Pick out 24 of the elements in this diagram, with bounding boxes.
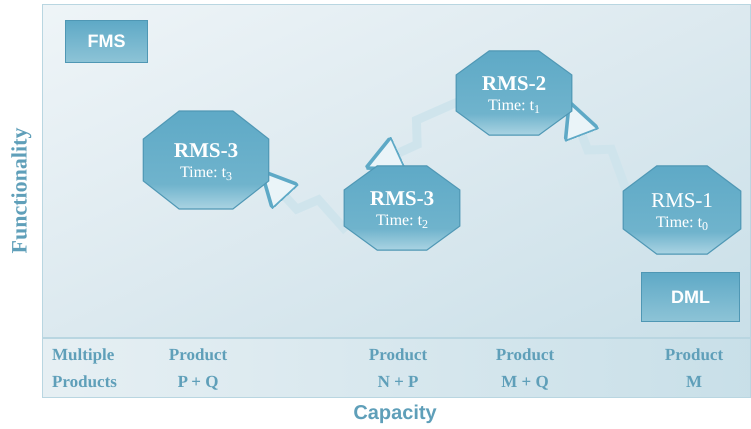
axis-category: Product M [664,344,724,393]
box-label: FMS [88,30,126,53]
axis-category: Multiple Products [52,344,118,393]
octagon-node [142,110,270,210]
label-box [641,272,740,322]
octagon-node [622,165,742,255]
octagon-node [455,50,573,136]
time-label: Time: t$_{1}$ [488,96,540,116]
time-label: Time: t$_{3}$ [180,163,232,184]
label-box [65,20,148,63]
axis-category: Product N + P [368,344,428,393]
lightning-arrow [564,100,630,190]
state-title: RMS-1 [651,186,713,214]
time-label: Time: t$_{0}$ [656,213,708,234]
box-label: DML [671,286,710,308]
time-label: Time: t$_{2}$ [376,211,428,232]
axis-category: Product P + Q [168,344,228,393]
state-title: RMS-2 [482,70,546,96]
state-title: RMS-3 [174,136,238,164]
octagon-node [343,165,461,251]
axis-category: Product M + Q [494,344,556,393]
state-title: RMS-3 [370,184,434,212]
axis-title: Capacity [352,401,438,426]
axis-title: Functionality [6,127,32,253]
